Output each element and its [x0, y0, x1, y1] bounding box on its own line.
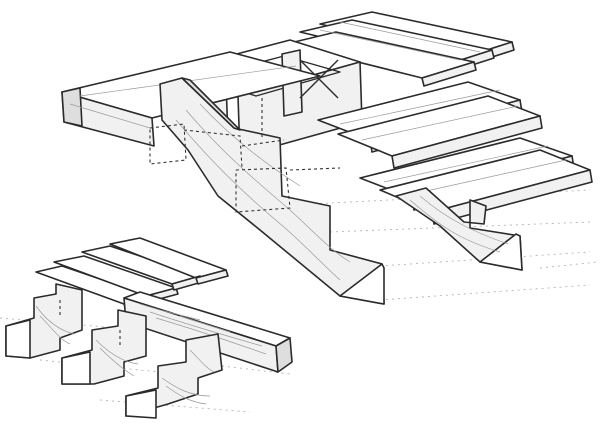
hidden-stringer-outlines — [149, 98, 341, 213]
right-stringer — [395, 187, 523, 271]
detail-hidden-lines — [59, 300, 121, 346]
detail-stringer-b — [61, 309, 147, 385]
detail-stringer-a — [5, 283, 83, 359]
detail-view — [0, 237, 293, 419]
detail-guides — [0, 317, 291, 413]
detail-stringer-c — [125, 333, 223, 419]
detail-deck-boards — [35, 237, 229, 311]
detail-rim-beam — [123, 291, 293, 373]
left-stringer — [159, 77, 385, 305]
middle-tread — [317, 81, 543, 169]
main-view — [61, 11, 599, 305]
upper-deck-boards — [285, 11, 515, 87]
